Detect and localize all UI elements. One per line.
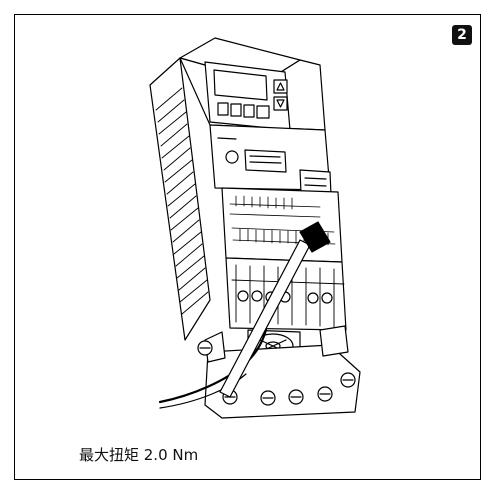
cooling-fins [155, 87, 209, 315]
key-run-icon [217, 102, 229, 116]
down-key-icon [273, 96, 288, 111]
terminal-screws [197, 340, 356, 406]
screwdriver [219, 221, 331, 398]
key-stop-icon [230, 103, 242, 117]
step-number-badge: 2 [452, 25, 472, 45]
inverter-device [149, 37, 361, 419]
torque-caption: 最大扭矩 2.0 Nm [79, 446, 199, 464]
connector-port [244, 149, 287, 173]
up-key-icon [273, 79, 288, 94]
key-menu-icon [243, 104, 255, 118]
control-terminal-block [221, 187, 343, 263]
step-number: 2 [457, 27, 467, 43]
pot-knob-icon [225, 150, 239, 164]
key-ok-icon [256, 105, 270, 119]
display-window [213, 69, 268, 101]
